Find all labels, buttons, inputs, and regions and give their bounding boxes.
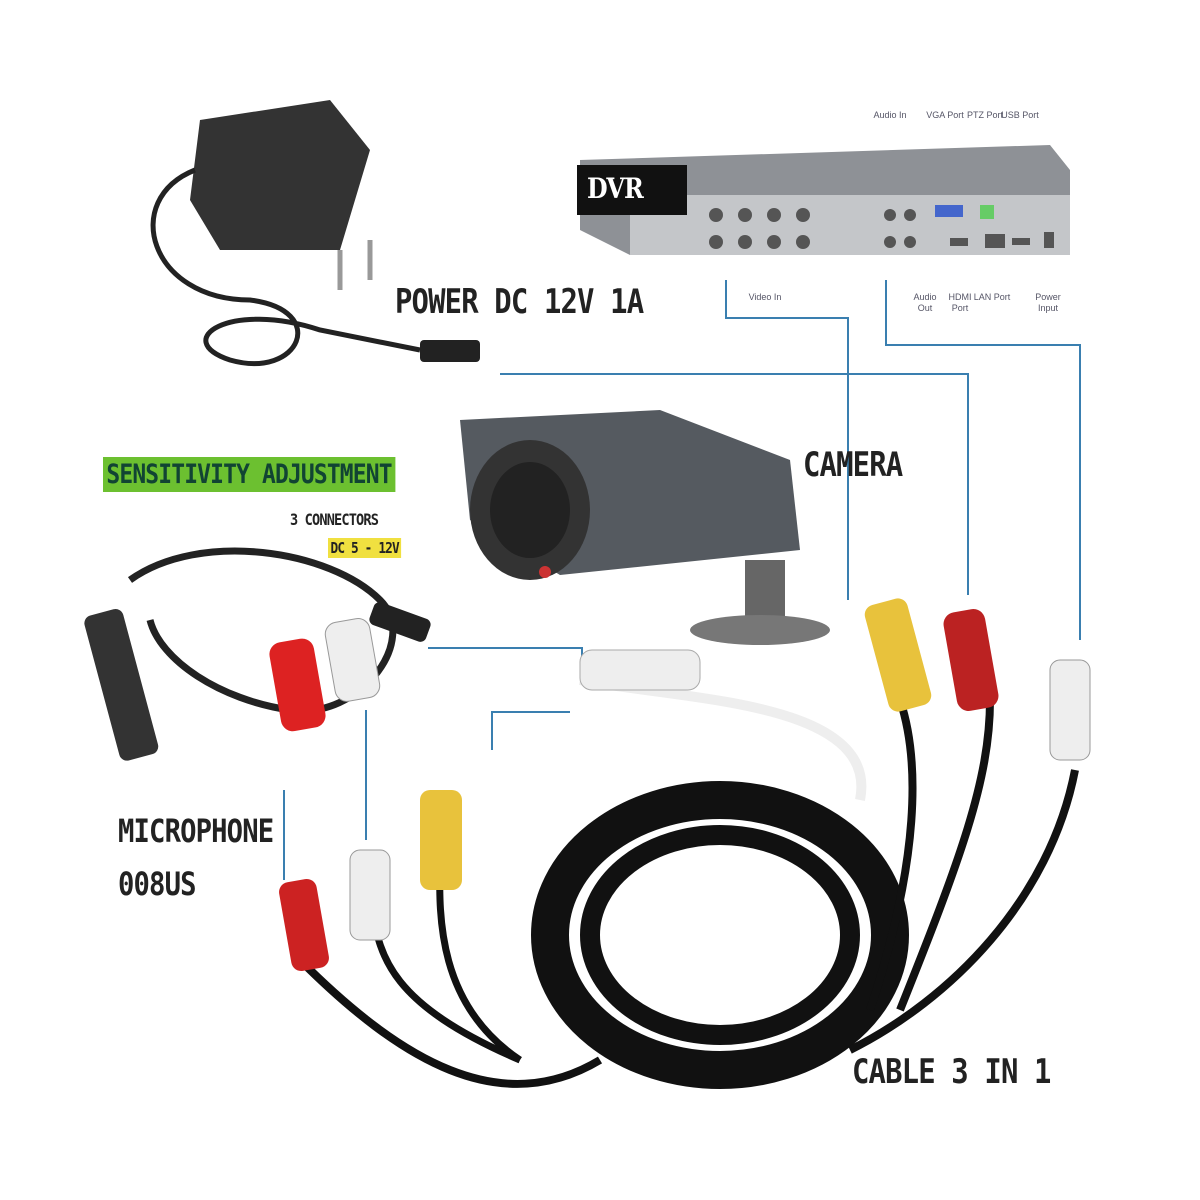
voltage-label: DC 5 - 12V: [328, 538, 402, 558]
port-audio-out: Audio Out: [913, 292, 937, 313]
microphone-image: [84, 547, 431, 761]
cable-connectors: [279, 598, 1091, 972]
port-lan: LAN Port: [973, 292, 1011, 302]
microphone-label: MICROPHONE: [118, 812, 274, 850]
camera-label: CAMERA: [803, 445, 903, 485]
power-label: POWER DC 12V 1A: [395, 282, 644, 322]
port-vga: VGA Port: [926, 110, 964, 120]
port-usb: USB Port: [1001, 110, 1039, 120]
connector-lines: [283, 280, 1081, 880]
cable-label: CABLE 3 IN 1: [852, 1052, 1051, 1092]
power-adapter-image: [150, 100, 480, 367]
mic-model-label: 008US: [118, 865, 196, 903]
cable-coil-image: [297, 675, 1079, 1089]
camera-image: [460, 410, 830, 645]
dvr-label: DVR: [587, 172, 644, 205]
connectors-label: 3 CONNECTORS: [290, 510, 379, 529]
sensitivity-label: SENSITIVITY ADJUSTMENT: [103, 457, 396, 492]
dvr-image: [577, 145, 1070, 255]
port-video-in: Video In: [748, 292, 782, 302]
port-ptz: PTZ Port: [966, 110, 1003, 120]
port-hdmi: HDMI Port: [948, 292, 972, 313]
port-power-input: Power Input: [1035, 292, 1061, 313]
port-audio-in: Audio In: [873, 110, 907, 120]
